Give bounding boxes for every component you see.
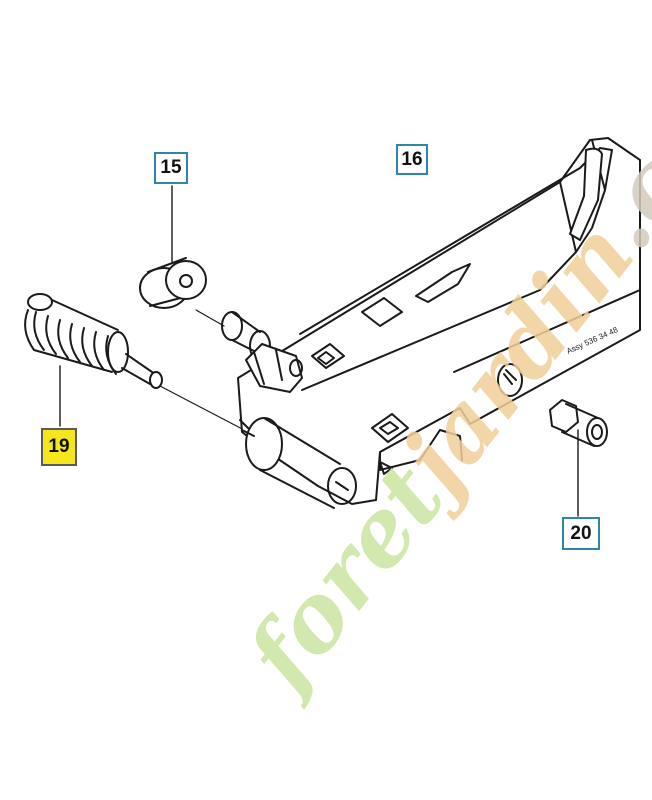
spring-part-19: [24, 293, 163, 389]
handle-frame-part-16: [237, 137, 641, 509]
callout-19[interactable]: 19: [41, 428, 77, 466]
callout-16[interactable]: 16: [396, 144, 428, 175]
bolt-part-20: [549, 399, 608, 447]
assembly-axis-line-2: [195, 309, 225, 327]
callout-20[interactable]: 20: [562, 517, 600, 550]
assembly-axis-line: [159, 385, 249, 433]
callout-15[interactable]: 15: [154, 152, 188, 184]
bushing-part-15: [139, 257, 207, 309]
